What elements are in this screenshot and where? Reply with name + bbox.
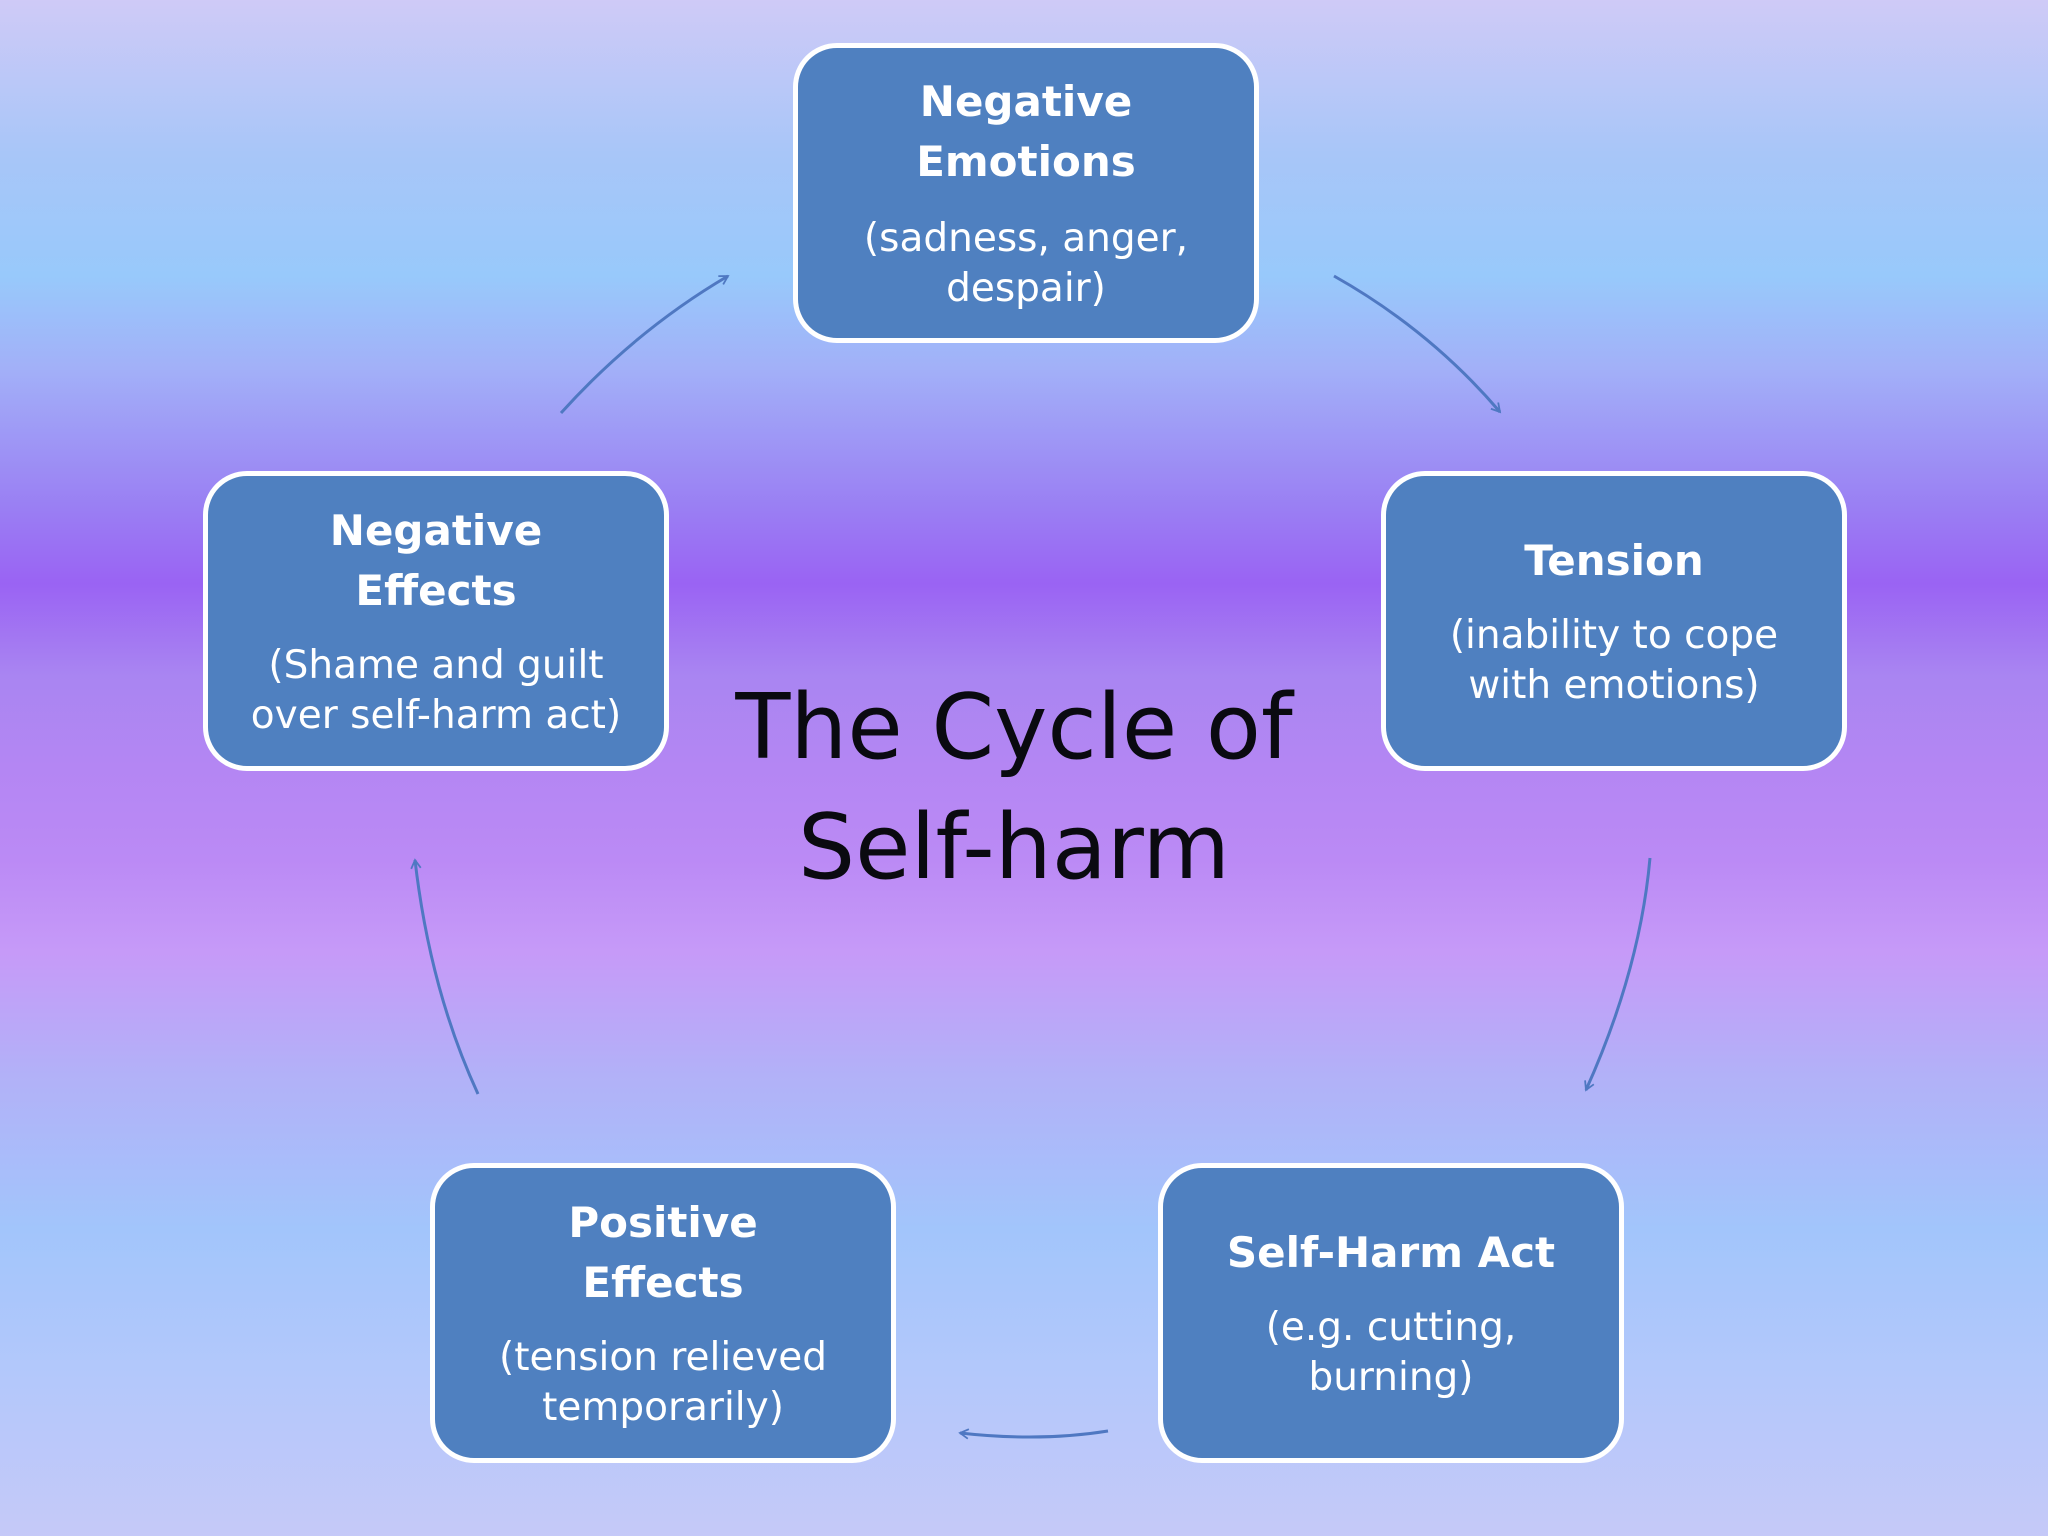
node-title: Negative Effects	[329, 506, 543, 615]
node-negative-effects: Negative Effects (Shame and guilt over s…	[203, 471, 669, 771]
arrow-self-harm-act-to-positive-effects	[958, 1428, 1109, 1440]
node-self-harm-act: Self-Harm Act (e.g. cutting, burning)	[1158, 1163, 1624, 1463]
arrow-negative-emotions-to-tension	[1333, 274, 1502, 414]
diagram-title-line-1: The Cycle of	[735, 675, 1293, 780]
arrow-positive-effects-to-negative-effects	[410, 858, 480, 1095]
node-description: (sadness, anger, despair)	[863, 216, 1189, 311]
node-negative-emotions: Negative Emotions (sadness, anger, despa…	[793, 43, 1259, 343]
node-title: Tension	[1524, 536, 1704, 585]
node-title: Positive Effects	[568, 1198, 758, 1307]
node-title: Self-Harm Act	[1226, 1228, 1556, 1277]
node-description: (inability to cope with emotions)	[1449, 613, 1779, 708]
arrow-negative-effects-to-negative-emotions	[559, 274, 730, 415]
arrow-tension-to-self-harm-act	[1584, 857, 1652, 1092]
node-description: (tension relieved temporarily)	[498, 1335, 827, 1430]
node-description: (e.g. cutting, burning)	[1265, 1305, 1517, 1400]
node-title: Negative Emotions	[916, 77, 1136, 186]
diagram-title-line-2: Self-harm	[797, 795, 1231, 900]
diagram-title: The Cycle of Self-harm	[624, 668, 1404, 908]
node-tension: Tension (inability to cope with emotions…	[1381, 471, 1847, 771]
node-description: (Shame and guilt over self-harm act)	[250, 643, 622, 738]
node-positive-effects: Positive Effects (tension relieved tempo…	[430, 1163, 896, 1463]
